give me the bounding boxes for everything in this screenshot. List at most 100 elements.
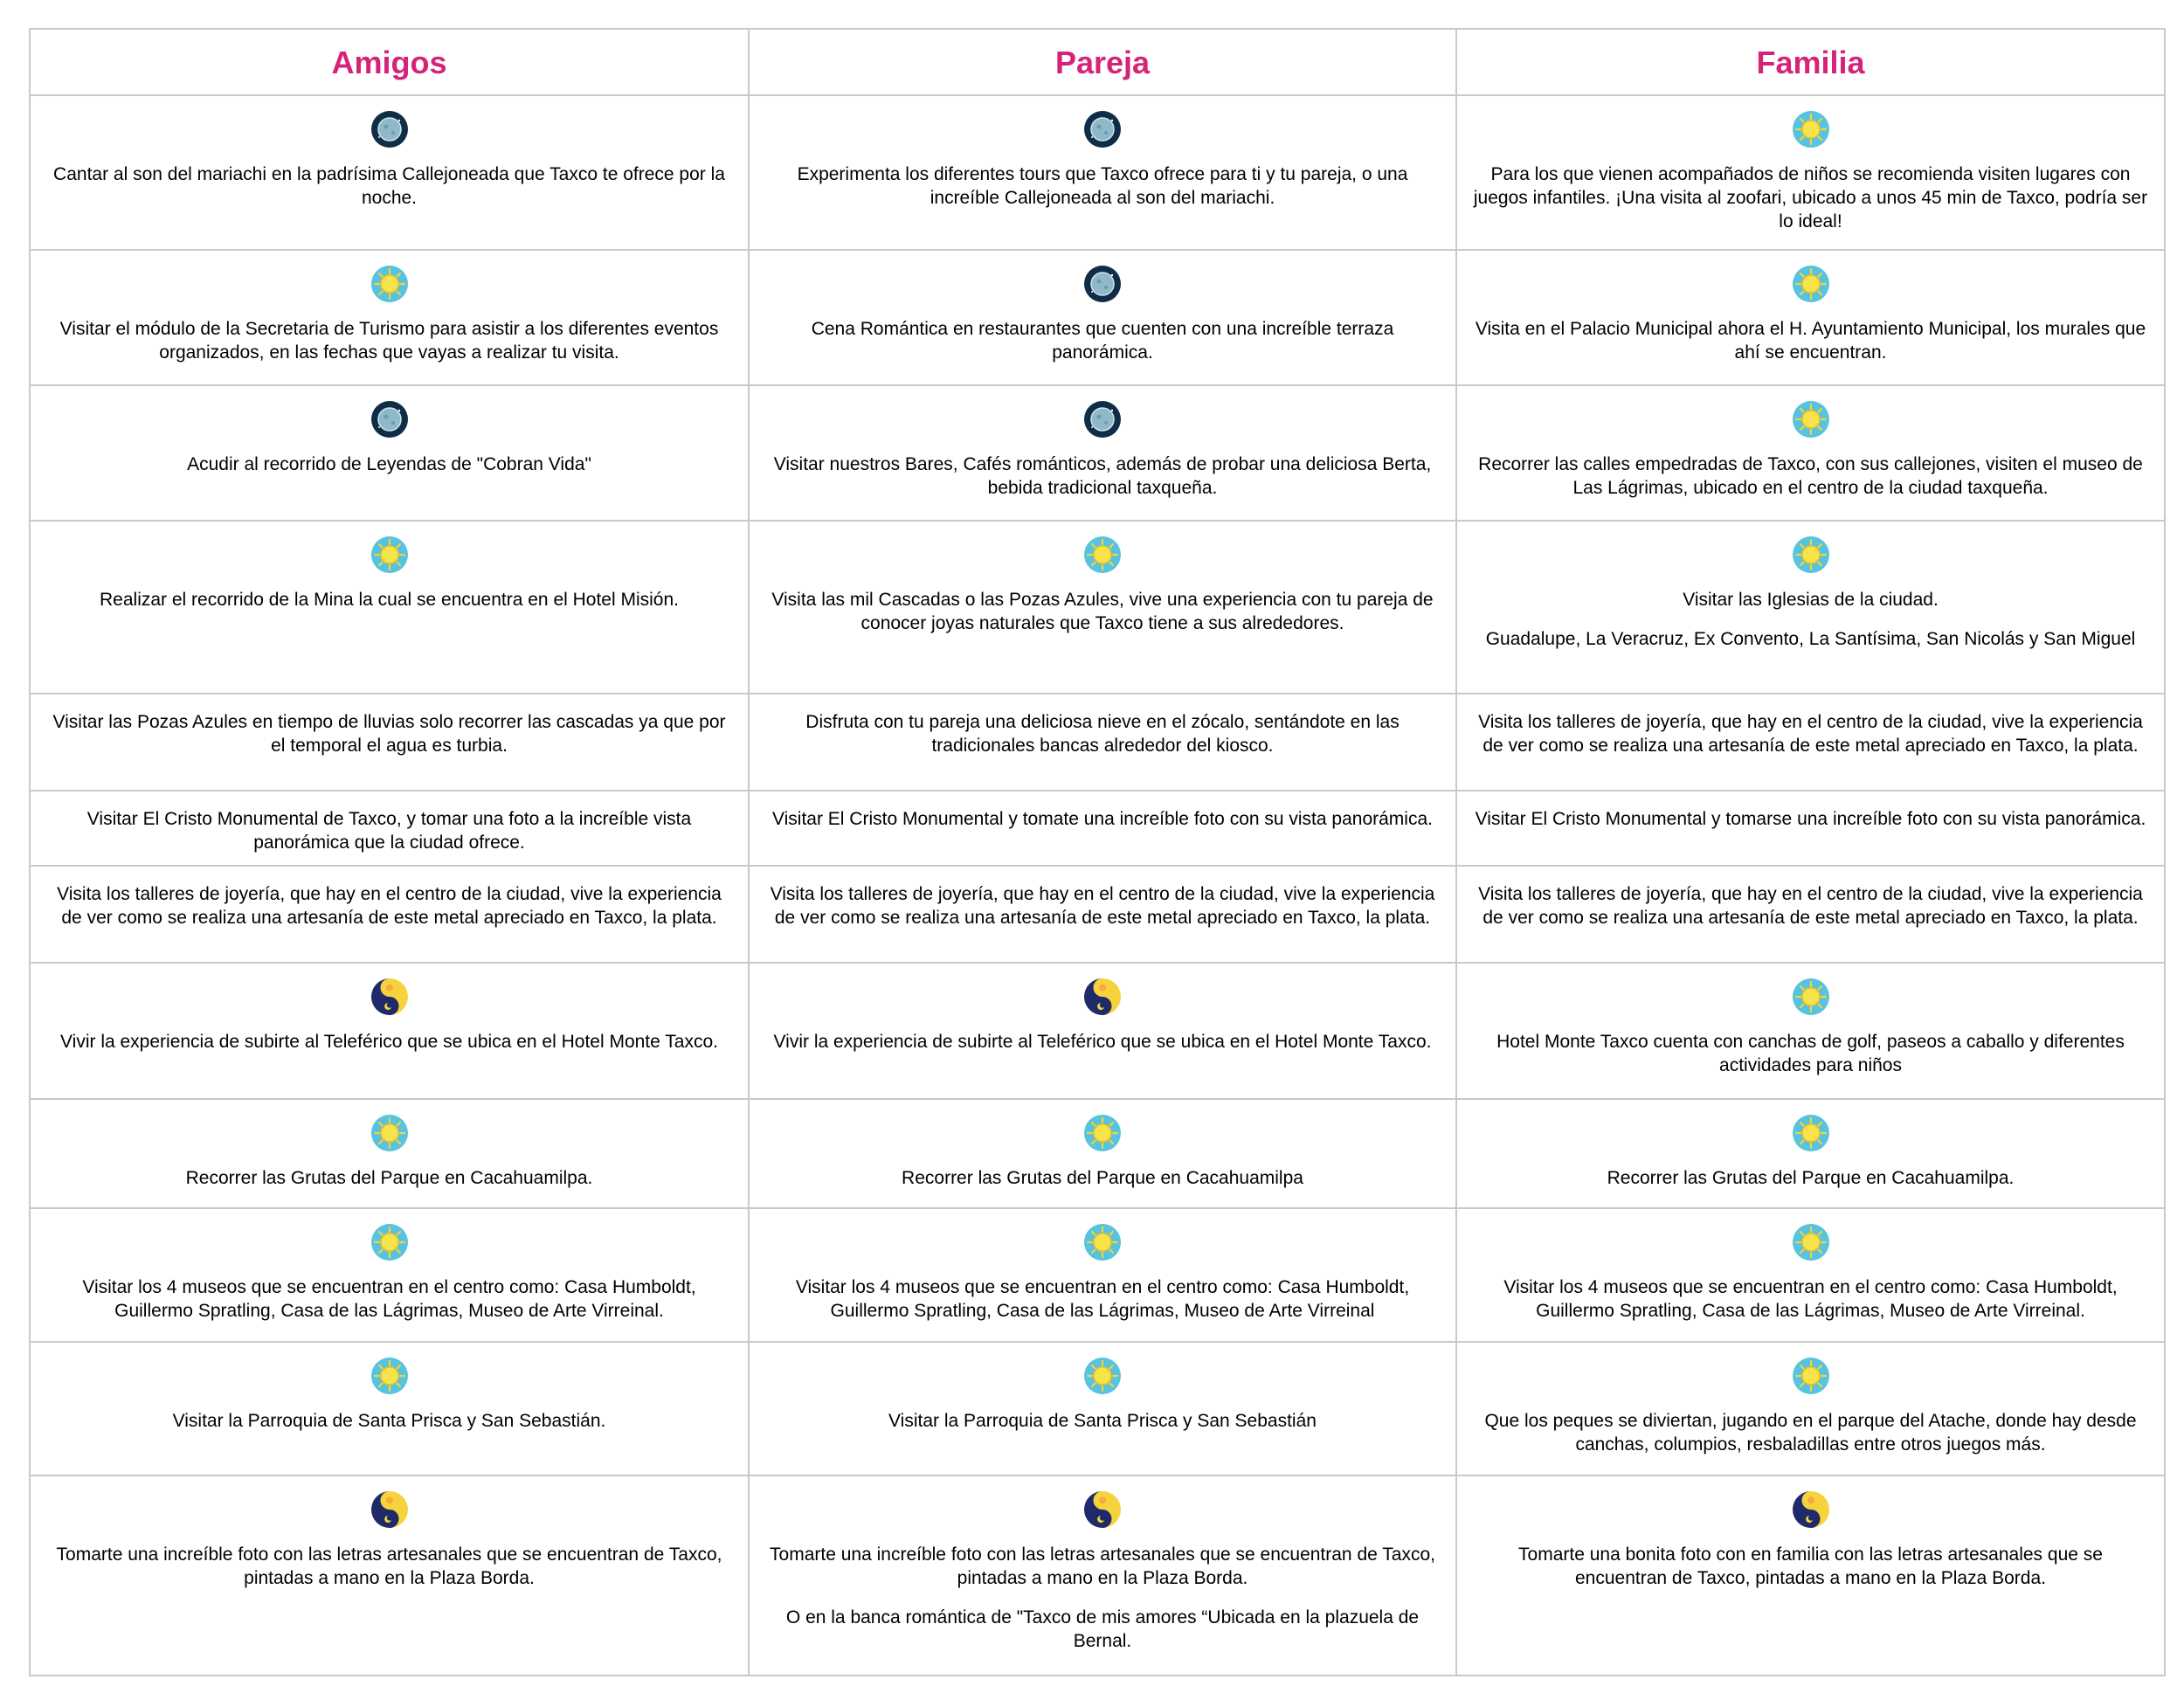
cell-text: Visitar El Cristo Monumental y tomarse u… (1475, 809, 2146, 829)
cell-text: Vivir la experiencia de subirte al Telef… (60, 1032, 718, 1052)
sun-icon (370, 1357, 409, 1395)
cell-text: Tomarte una bonita foto con en familia c… (1518, 1545, 2103, 1588)
table-row: Visitar el módulo de la Secretaria de Tu… (29, 249, 2166, 386)
cell-text: Recorrer las calles empedradas de Taxco,… (1478, 454, 2143, 498)
moon-icon (1083, 400, 1122, 439)
cell-text: Visitar los 4 museos que se encuentran e… (82, 1277, 696, 1321)
cell-pareja: Recorrer las Grutas del Parque en Cacahu… (748, 1098, 1457, 1209)
sun-icon (1791, 265, 1830, 303)
table-row: Vivir la experiencia de subirte al Telef… (29, 962, 2166, 1100)
yin-yang-icon (1792, 1491, 1829, 1528)
cell-text: Recorrer las Grutas del Parque en Cacahu… (1607, 1168, 2015, 1188)
cell-pareja: Visita los talleres de joyería, que hay … (748, 865, 1457, 964)
cell-amigos: Visita los talleres de joyería, que hay … (29, 865, 750, 964)
cell-text: Visitar la Parroquia de Santa Prisca y S… (172, 1411, 606, 1431)
cell-amigos: Visitar el módulo de la Secretaria de Tu… (29, 249, 750, 386)
cell-text: Visitar los 4 museos que se encuentran e… (795, 1277, 1410, 1321)
sun-icon (1083, 536, 1122, 574)
sun-icon (1791, 1114, 1830, 1152)
cell-pareja: Tomarte una increíble foto con las letra… (748, 1475, 1457, 1676)
cell-text: Visitar el módulo de la Secretaria de Tu… (59, 319, 719, 363)
cell-text: Visitar El Cristo Monumental y tomate un… (772, 809, 1433, 829)
table-row: Acudir al recorrido de Leyendas de "Cobr… (29, 384, 2166, 522)
cell-text: Hotel Monte Taxco cuenta con canchas de … (1496, 1032, 2125, 1075)
sun-icon (1791, 978, 1830, 1016)
cell-familia: Recorrer las calles empedradas de Taxco,… (1455, 384, 2166, 522)
cell-text: Visita las mil Cascadas o las Pozas Azul… (771, 590, 1434, 633)
table-row: Cantar al son del mariachi en la padrísi… (29, 94, 2166, 251)
column-header-amigos: Amigos (29, 28, 750, 96)
sun-icon (370, 1223, 409, 1261)
yin-yang-icon (370, 978, 408, 1015)
cell-pareja: Visitar El Cristo Monumental y tomate un… (748, 790, 1457, 867)
table-row: Recorrer las Grutas del Parque en Cacahu… (29, 1098, 2166, 1209)
sun-icon (370, 1114, 409, 1152)
sun-icon (1083, 1114, 1122, 1152)
cell-amigos: Realizar el recorrido de la Mina la cual… (29, 520, 750, 695)
cell-amigos: Acudir al recorrido de Leyendas de "Cobr… (29, 384, 750, 522)
sun-icon (1791, 1223, 1830, 1261)
sun-icon (1791, 1357, 1830, 1395)
cell-amigos: Visitar los 4 museos que se encuentran e… (29, 1207, 750, 1343)
activities-table: Amigos Pareja Familia Cantar al son del … (29, 28, 2166, 1676)
moon-icon (370, 400, 409, 439)
cell-familia: Recorrer las Grutas del Parque en Cacahu… (1455, 1098, 2166, 1209)
cell-familia: Visitar El Cristo Monumental y tomarse u… (1455, 790, 2166, 867)
table-row: Realizar el recorrido de la Mina la cual… (29, 520, 2166, 695)
cell-familia: Tomarte una bonita foto con en familia c… (1455, 1475, 2166, 1676)
cell-text: Visita los talleres de joyería, que hay … (1478, 884, 2143, 928)
yin-yang-icon (1084, 1491, 1121, 1528)
cell-text: Experimenta los diferentes tours que Tax… (797, 164, 1408, 208)
cell-amigos: Cantar al son del mariachi en la padrísi… (29, 94, 750, 251)
cell-pareja: Disfruta con tu pareja una deliciosa nie… (748, 693, 1457, 791)
cell-text: Cena Romántica en restaurantes que cuent… (811, 319, 1394, 363)
yin-yang-icon (370, 1491, 408, 1528)
cell-pareja: Visita las mil Cascadas o las Pozas Azul… (748, 520, 1457, 695)
cell-familia: Visita los talleres de joyería, que hay … (1455, 693, 2166, 791)
cell-text: Visitar la Parroquia de Santa Prisca y S… (888, 1411, 1317, 1431)
cell-pareja: Experimenta los diferentes tours que Tax… (748, 94, 1457, 251)
cell-text: Guadalupe, La Veracruz, Ex Convento, La … (1485, 629, 2136, 649)
table-row: Visitar la Parroquia de Santa Prisca y S… (29, 1341, 2166, 1476)
table-row: Visitar las Pozas Azules en tiempo de ll… (29, 693, 2166, 791)
column-header-pareja: Pareja (748, 28, 1457, 96)
cell-amigos: Visitar la Parroquia de Santa Prisca y S… (29, 1341, 750, 1476)
cell-text: Visitar los 4 museos que se encuentran e… (1503, 1277, 2118, 1321)
cell-amigos: Visitar El Cristo Monumental de Taxco, y… (29, 790, 750, 867)
table-row: Visitar El Cristo Monumental de Taxco, y… (29, 790, 2166, 867)
cell-familia: Visitar las Iglesias de la ciudad. Guadal… (1455, 520, 2166, 695)
moon-icon (1083, 110, 1122, 149)
cell-pareja: Visitar nuestros Bares, Cafés románticos… (748, 384, 1457, 522)
sun-icon (1083, 1223, 1122, 1261)
sun-icon (1791, 536, 1830, 574)
cell-text: Visita los talleres de joyería, que hay … (1478, 712, 2143, 756)
cell-familia: Hotel Monte Taxco cuenta con canchas de … (1455, 962, 2166, 1100)
cell-text: Visitar El Cristo Monumental de Taxco, y… (86, 809, 692, 853)
cell-text: Para los que vienen acompañados de niños… (1473, 164, 2148, 232)
cell-text: Visita los talleres de joyería, que hay … (770, 884, 1435, 928)
column-header-familia: Familia (1455, 28, 2166, 96)
sun-icon (370, 265, 409, 303)
cell-amigos: Visitar las Pozas Azules en tiempo de ll… (29, 693, 750, 791)
header-row: Amigos Pareja Familia (29, 28, 2166, 96)
cell-text: Recorrer las Grutas del Parque en Cacahu… (185, 1168, 593, 1188)
cell-text: Visita en el Palacio Municipal ahora el … (1475, 319, 2146, 363)
cell-text: Visitar nuestros Bares, Cafés románticos… (773, 454, 1432, 498)
yin-yang-icon (1084, 978, 1121, 1015)
cell-familia: Visitar los 4 museos que se encuentran e… (1455, 1207, 2166, 1343)
cell-text: O en la banca romántica de "Taxco de mis… (785, 1607, 1420, 1651)
cell-amigos: Tomarte una increíble foto con las letra… (29, 1475, 750, 1676)
cell-text: Tomarte una increíble foto con las letra… (770, 1545, 1435, 1588)
cell-familia: Que los peques se diviertan, jugando en … (1455, 1341, 2166, 1476)
table-row: Tomarte una increíble foto con las letra… (29, 1475, 2166, 1676)
cell-text: Visita los talleres de joyería, que hay … (57, 884, 722, 928)
cell-pareja: Visitar los 4 museos que se encuentran e… (748, 1207, 1457, 1343)
cell-familia: Visita en el Palacio Municipal ahora el … (1455, 249, 2166, 386)
sun-icon (1791, 110, 1830, 149)
moon-icon (370, 110, 409, 149)
cell-text: Visitar las Iglesias de la ciudad. (1683, 590, 1939, 610)
cell-text: Que los peques se diviertan, jugando en … (1484, 1411, 2137, 1455)
cell-pareja: Visitar la Parroquia de Santa Prisca y S… (748, 1341, 1457, 1476)
sun-icon (1791, 400, 1830, 439)
cell-text: Tomarte una increíble foto con las letra… (56, 1545, 722, 1588)
